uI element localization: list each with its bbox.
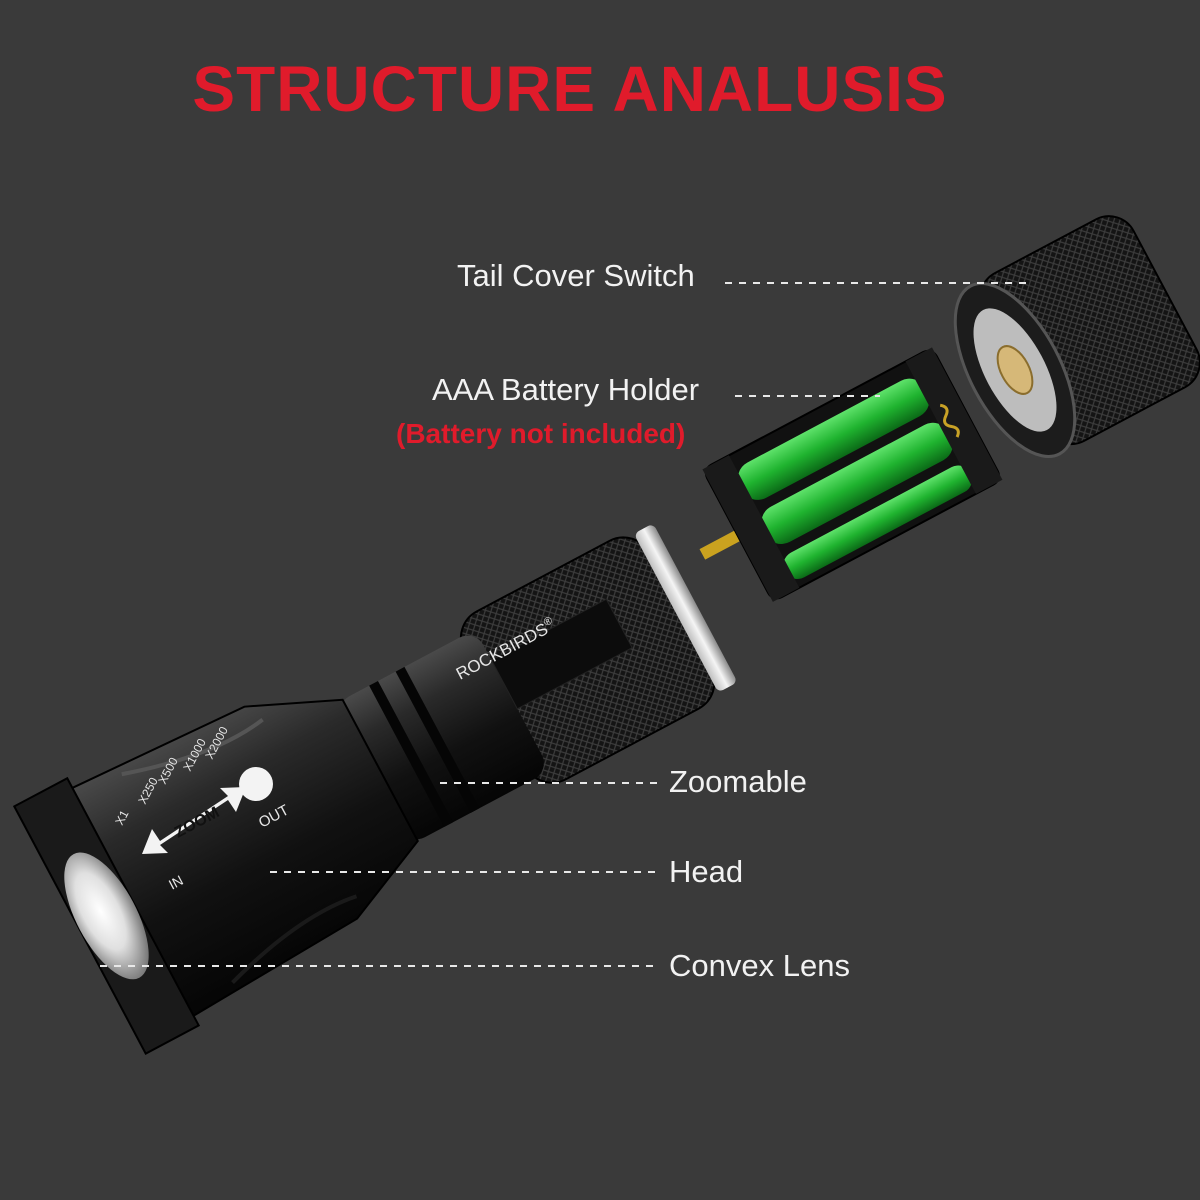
leader-lines xyxy=(100,282,1030,967)
zoom-marking xyxy=(142,767,273,854)
diagram-title: STRUCTURE ANALUSIS xyxy=(192,53,948,125)
label-head: Head xyxy=(669,854,744,889)
label-tail-cover-switch: Tail Cover Switch xyxy=(457,258,695,293)
label-battery-holder: AAA Battery Holder xyxy=(432,372,700,407)
in-text: IN xyxy=(166,872,186,893)
label-convex-lens: Convex Lens xyxy=(669,948,850,983)
label-battery-note: (Battery not included) xyxy=(396,418,686,449)
zoom-scale-label: X1 xyxy=(112,808,131,828)
tail-cap xyxy=(953,215,1200,458)
label-zoomable: Zoomable xyxy=(669,764,807,799)
flashlight-body xyxy=(12,525,736,1055)
battery-holder xyxy=(699,347,1003,602)
